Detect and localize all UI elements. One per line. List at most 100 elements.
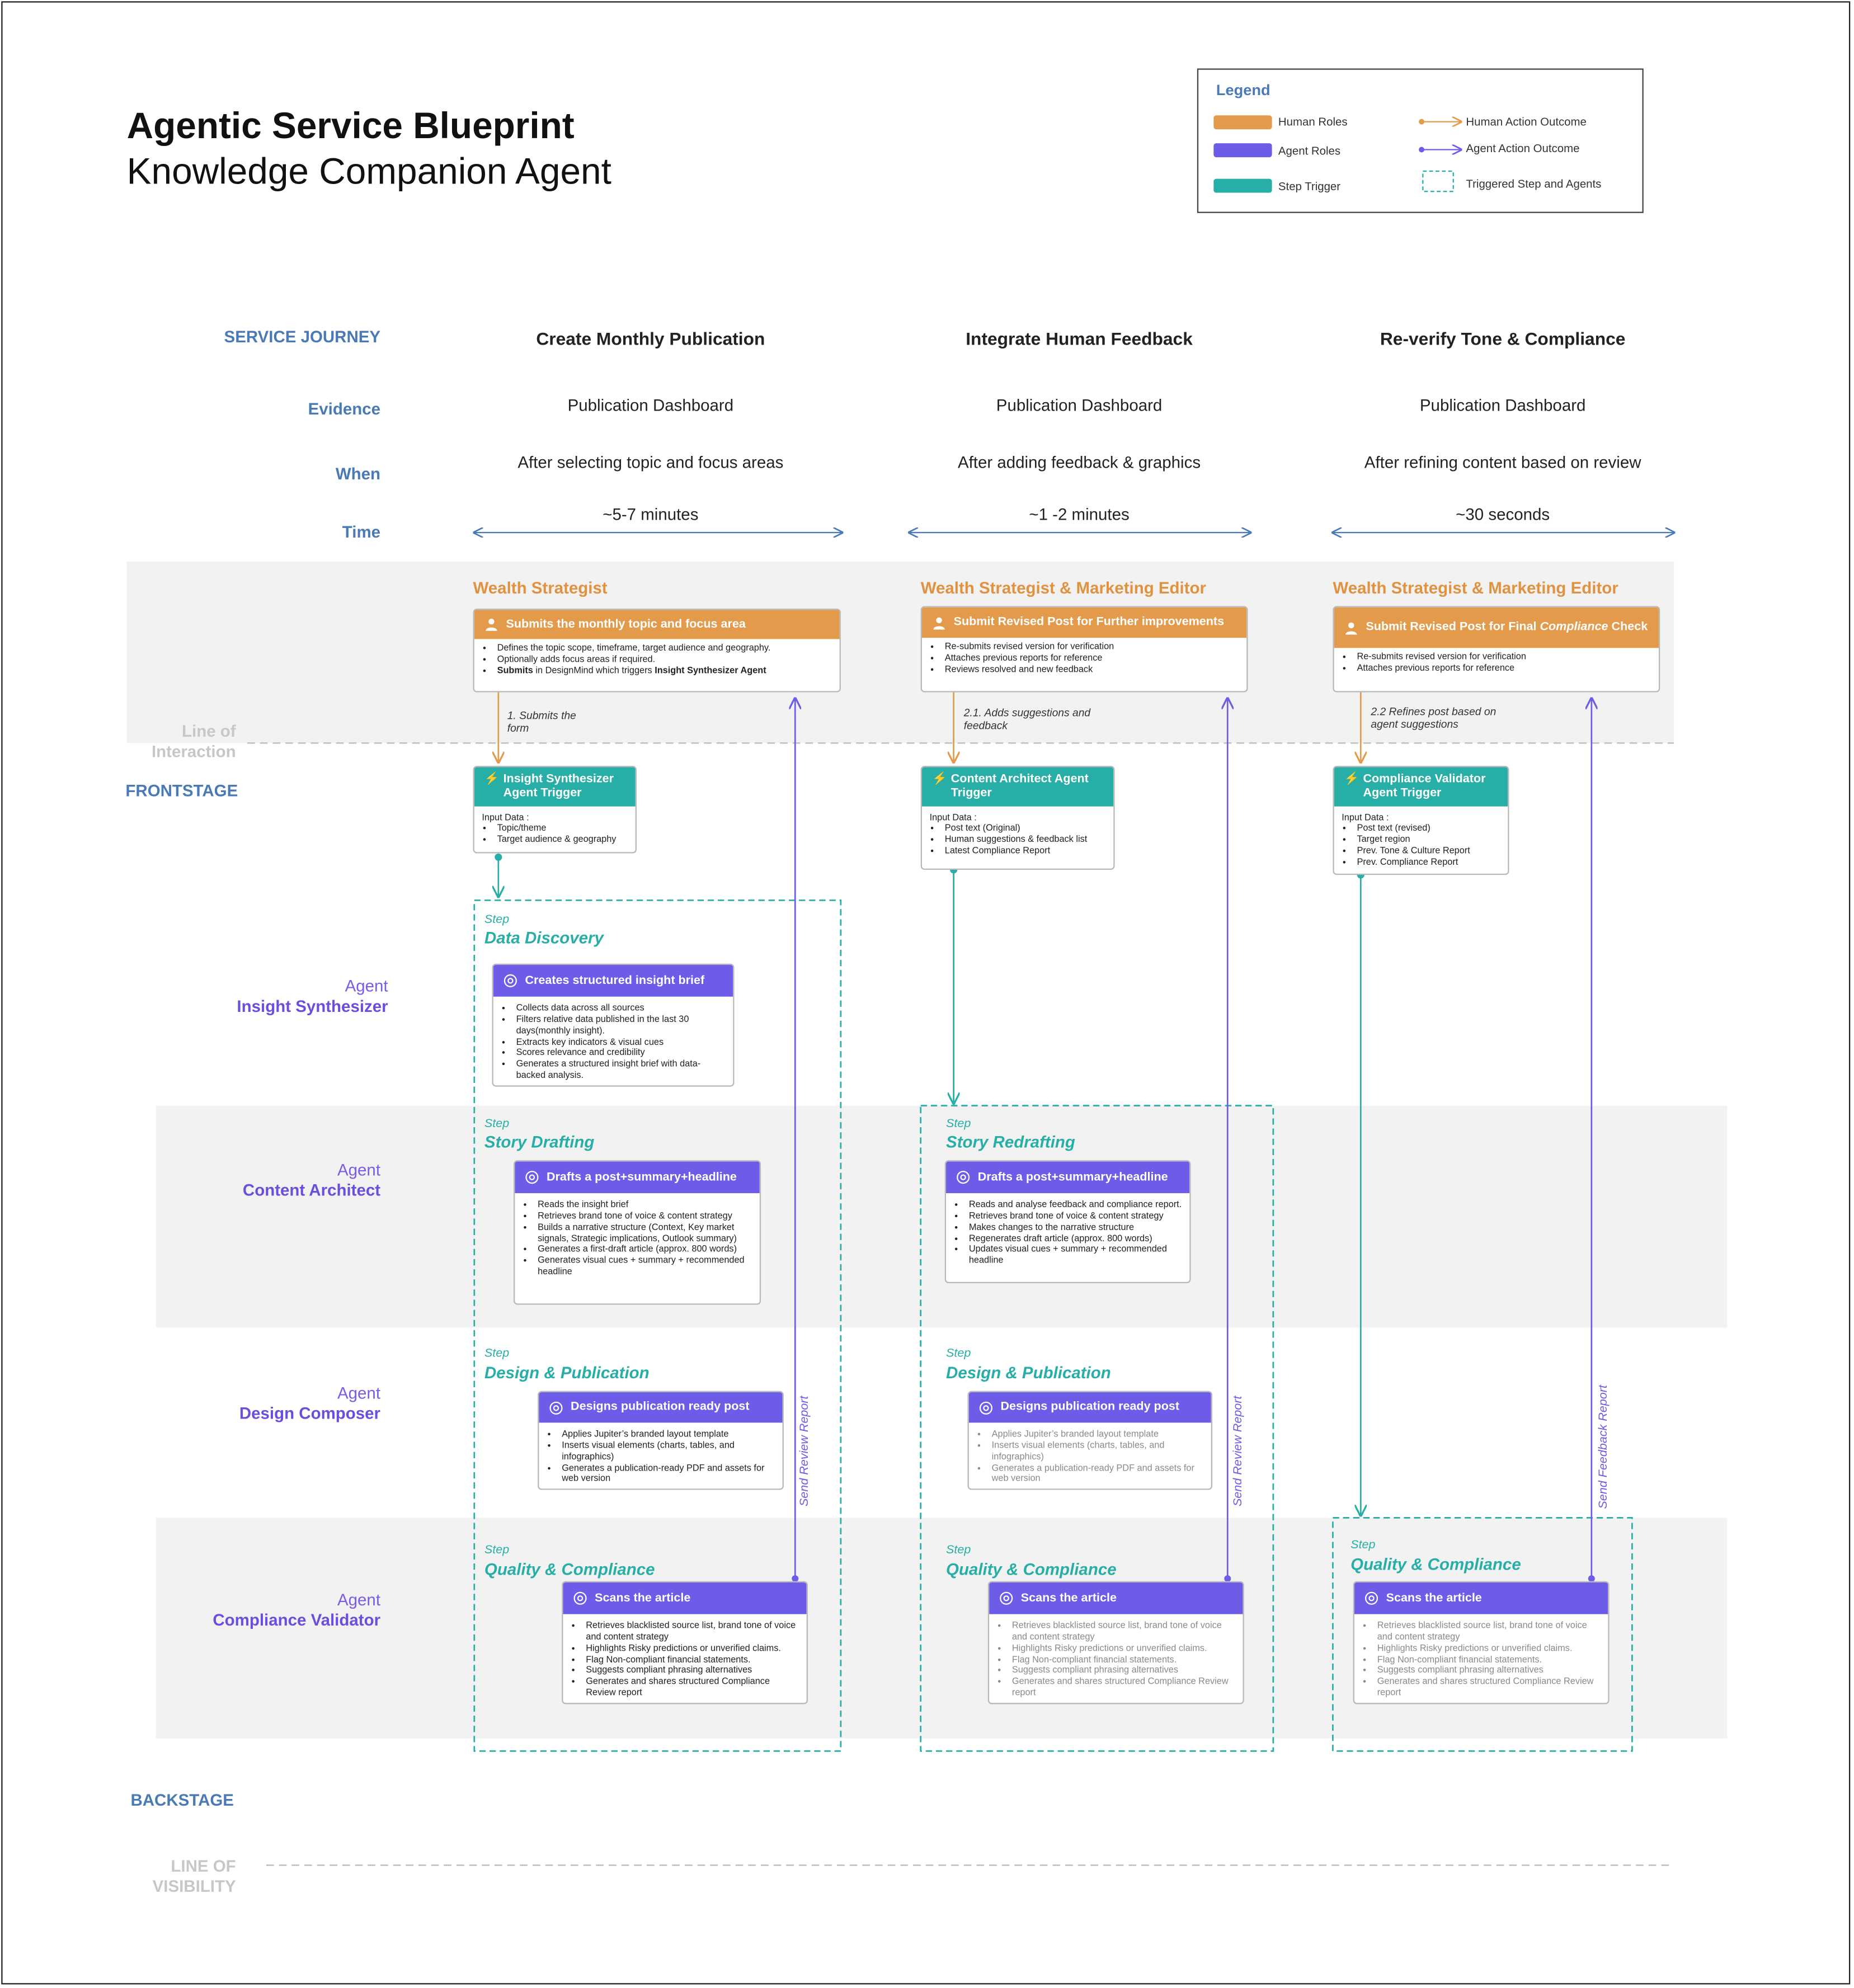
text: in DesignMind which triggers	[533, 664, 655, 676]
legend-swatch-trigger	[1213, 178, 1272, 193]
step-label: Step	[946, 1117, 971, 1131]
list-item: Target region	[1357, 833, 1500, 845]
human-card-3: Submit Revised Post for Final Compliance…	[1333, 606, 1660, 692]
list-item: Generates and shares structured Complian…	[1012, 1675, 1235, 1699]
user-icon	[932, 616, 946, 630]
list-item: Prev. Tone & Culture Report	[1357, 844, 1500, 856]
agent-label-1: Agent	[345, 976, 388, 996]
legend-step-trigger: Step Trigger	[1278, 180, 1341, 193]
gear-icon	[504, 974, 517, 988]
list-item: Topic/theme	[497, 822, 628, 834]
list-item: Scores relevance and credibility	[516, 1047, 726, 1059]
list-item: Extracts key indicators & visual cues	[516, 1035, 726, 1048]
list-item: Generates a publication-ready PDF and as…	[992, 1462, 1204, 1485]
list-item: Highlights Risky predictions or unverifi…	[1377, 1642, 1601, 1654]
legend-title: Legend	[1216, 81, 1270, 99]
agent-card-designs-post: Designs publication ready post Applies J…	[967, 1391, 1213, 1490]
agent-card-header: Designs publication ready post	[968, 1392, 1211, 1423]
bold-text: Submits	[497, 664, 533, 676]
human-card-3-title: Submit Revised Post for Final Compliance…	[1366, 620, 1648, 635]
human-card-2: Submit Revised Post for Further improvem…	[920, 606, 1248, 692]
list-item: Applies Jupiter’s branded layout templat…	[562, 1428, 775, 1440]
gear-icon	[1364, 1591, 1378, 1605]
legend-swatch-human	[1213, 115, 1272, 130]
step-label: Step	[946, 1543, 971, 1557]
lightning-icon: ⚡	[1344, 772, 1359, 786]
list-item: Makes changes to the narrative structure	[969, 1221, 1182, 1233]
agent-card-title: Scans the article	[595, 1591, 691, 1605]
agent-card-header: Scans the article	[1354, 1582, 1608, 1614]
trigger-card-1-header: ⚡ Insight Synthesizer Agent Trigger	[474, 767, 636, 807]
list-item: Reads the insight brief	[538, 1198, 752, 1210]
step-name-quality-compliance: Quality & Compliance	[484, 1560, 655, 1579]
list-item: Inserts visual elements (charts, tables,…	[992, 1439, 1204, 1463]
step-label: Step	[484, 1346, 510, 1361]
legend: Legend Human Roles Agent Roles Step Trig…	[1197, 68, 1644, 213]
list-item: Suggests compliant phrasing alternatives	[586, 1664, 799, 1676]
agent-card-scans-article: Scans the article Retrieves blacklisted …	[562, 1581, 808, 1704]
agent-card-scans-article: Scans the article Retrieves blacklisted …	[1353, 1581, 1610, 1704]
human-role-2: Wealth Strategist & Marketing Editor	[920, 578, 1207, 597]
content-architect-band	[156, 1105, 1728, 1328]
list-item: Submits in DesignMind which triggers Ins…	[497, 664, 832, 676]
agent-card-header: Scans the article	[563, 1582, 807, 1614]
legend-triggered-step: Triggered Step and Agents	[1466, 177, 1602, 191]
list-item: Latest Compliance Report	[945, 844, 1106, 856]
text: Submit Revised Post for Final	[1366, 620, 1540, 635]
text: Check	[1608, 620, 1648, 635]
page-title: Agentic Service Blueprint	[126, 106, 575, 147]
column-title-3: Re-verify Tone & Compliance	[1380, 328, 1626, 349]
step-name-story-drafting: Story Drafting	[484, 1132, 595, 1152]
agent-card-title: Designs publication ready post	[1000, 1400, 1180, 1415]
trigger-card-3-title: Compliance Validator Agent Trigger	[1363, 772, 1486, 801]
step-name-design-publication: Design & Publication	[946, 1363, 1111, 1382]
input-data-label: Input Data :	[1342, 811, 1389, 823]
send-review-report-label-1: Send Review Report	[797, 1396, 812, 1506]
trigger-card-3-header: ⚡ Compliance Validator Agent Trigger	[1334, 767, 1508, 807]
human-role-3: Wealth Strategist & Marketing Editor	[1333, 578, 1618, 597]
step-label: Step	[946, 1346, 971, 1361]
step-label: Step	[1350, 1538, 1376, 1552]
column-evidence-3: Publication Dashboard	[1419, 395, 1586, 415]
agent-card-title: Scans the article	[1386, 1591, 1482, 1605]
column-title-1: Create Monthly Publication	[536, 328, 765, 349]
frontstage-label: FRONTSTAGE	[125, 781, 238, 800]
agent-name-content-architect: Content Architect	[242, 1180, 381, 1200]
trigger-card-1-title: Insight Synthesizer Agent Trigger	[503, 772, 614, 801]
list-item: Highlights Risky predictions or unverifi…	[1012, 1642, 1235, 1654]
human-card-1-title: Submits the monthly topic and focus area	[506, 617, 746, 632]
column-evidence-2: Publication Dashboard	[996, 395, 1163, 415]
user-icon	[484, 618, 498, 632]
column-title-2: Integrate Human Feedback	[966, 328, 1193, 349]
list-item: Prev. Compliance Report	[1357, 855, 1500, 868]
step-label: Step	[484, 1117, 510, 1131]
agent-card-title: Drafts a post+summary+headline	[977, 1170, 1168, 1184]
agent-card-header: Designs publication ready post	[539, 1392, 783, 1423]
list-item: Flag Non-compliant financial statements.	[586, 1653, 799, 1665]
list-item: Target audience & geography	[497, 833, 628, 845]
page-subtitle: Knowledge Companion Agent	[126, 152, 611, 193]
trigger-card-2-title: Content Architect Agent Trigger	[950, 772, 1089, 801]
list-item: Human suggestions & feedback list	[945, 833, 1106, 845]
list-item: Post text (Original)	[945, 822, 1106, 834]
agent-card-title: Designs publication ready post	[571, 1400, 750, 1415]
note-submits-form: 1. Submits the form	[507, 709, 576, 734]
row-evidence: Evidence	[308, 399, 381, 419]
column-time-3: ~30 seconds	[1456, 505, 1550, 524]
list-item: Retrieves brand tone of voice & content …	[538, 1210, 752, 1222]
line-of-visibility-label: LINE OF VISIBILITY	[152, 1856, 236, 1895]
list-item: Reviews resolved and new feedback	[945, 663, 1239, 675]
list-item: Generates a first-draft article (approx.…	[538, 1243, 752, 1256]
agent-card-header: Drafts a post+summary+headline	[946, 1161, 1190, 1194]
legend-human-roles: Human Roles	[1278, 115, 1348, 128]
row-service-journey: SERVICE JOURNEY	[224, 327, 381, 346]
step-name-quality-compliance: Quality & Compliance	[1350, 1554, 1521, 1574]
agent-name-design-composer: Design Composer	[239, 1403, 381, 1423]
lightning-icon: ⚡	[932, 772, 947, 786]
send-review-report-label-2: Send Review Report	[1231, 1396, 1245, 1506]
row-time: Time	[342, 522, 381, 541]
list-item: Post text (revised)	[1357, 822, 1500, 834]
step-label: Step	[484, 1543, 510, 1557]
column-time-2: ~1 -2 minutes	[1029, 505, 1130, 524]
